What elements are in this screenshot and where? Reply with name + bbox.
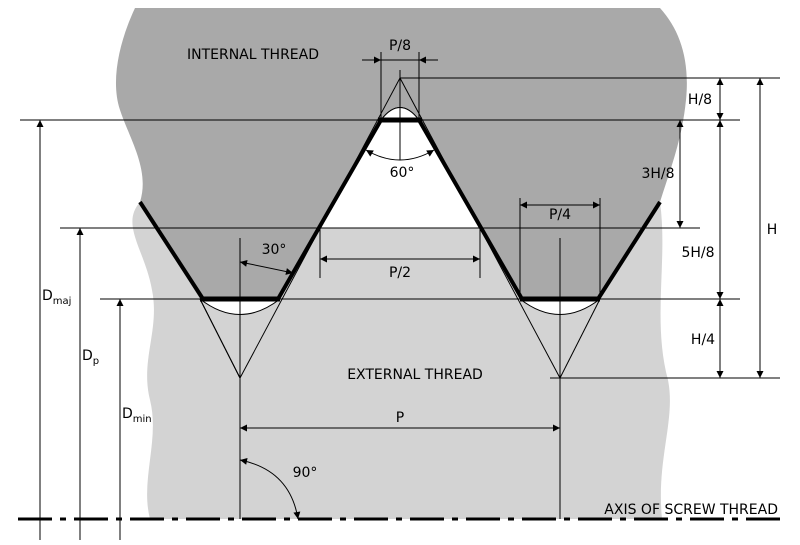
centre-lines bbox=[239, 70, 561, 519]
label-p-over-8: P/8 bbox=[389, 38, 411, 54]
label-30-degrees: 30° bbox=[262, 242, 287, 258]
angle-30-arc bbox=[239, 259, 294, 275]
dim-p-over-2 bbox=[319, 228, 481, 278]
label-screw-axis: AXIS OF SCREW THREAD bbox=[604, 502, 778, 518]
label-p-over-4: P/4 bbox=[549, 207, 571, 223]
label-h: H bbox=[767, 222, 778, 238]
label-90-degrees: 90° bbox=[293, 465, 318, 481]
dim-p-over-8 bbox=[362, 52, 438, 118]
angle-60-arc bbox=[365, 149, 435, 161]
label-major-diameter: Dmaj bbox=[42, 288, 71, 307]
label-minor-diameter: Dmin bbox=[122, 406, 152, 425]
label-external-thread: EXTERNAL THREAD bbox=[347, 367, 483, 383]
label-pitch-diameter: Dp bbox=[82, 348, 99, 367]
internal-thread-region bbox=[115, 8, 687, 299]
label-3h-over-8: 3H/8 bbox=[641, 166, 674, 182]
label-internal-thread: INTERNAL THREAD bbox=[187, 47, 319, 63]
external-thread-region bbox=[132, 202, 670, 519]
label-p: P bbox=[396, 410, 404, 426]
label-5h-over-8: 5H/8 bbox=[681, 245, 714, 261]
label-h-over-8: H/8 bbox=[688, 92, 712, 108]
angle-90-arc bbox=[239, 457, 301, 520]
label-h-over-4: H/4 bbox=[691, 332, 715, 348]
dim-p-over-4 bbox=[519, 198, 601, 297]
label-60-degrees: 60° bbox=[390, 165, 415, 181]
label-p-over-2: P/2 bbox=[389, 265, 411, 281]
